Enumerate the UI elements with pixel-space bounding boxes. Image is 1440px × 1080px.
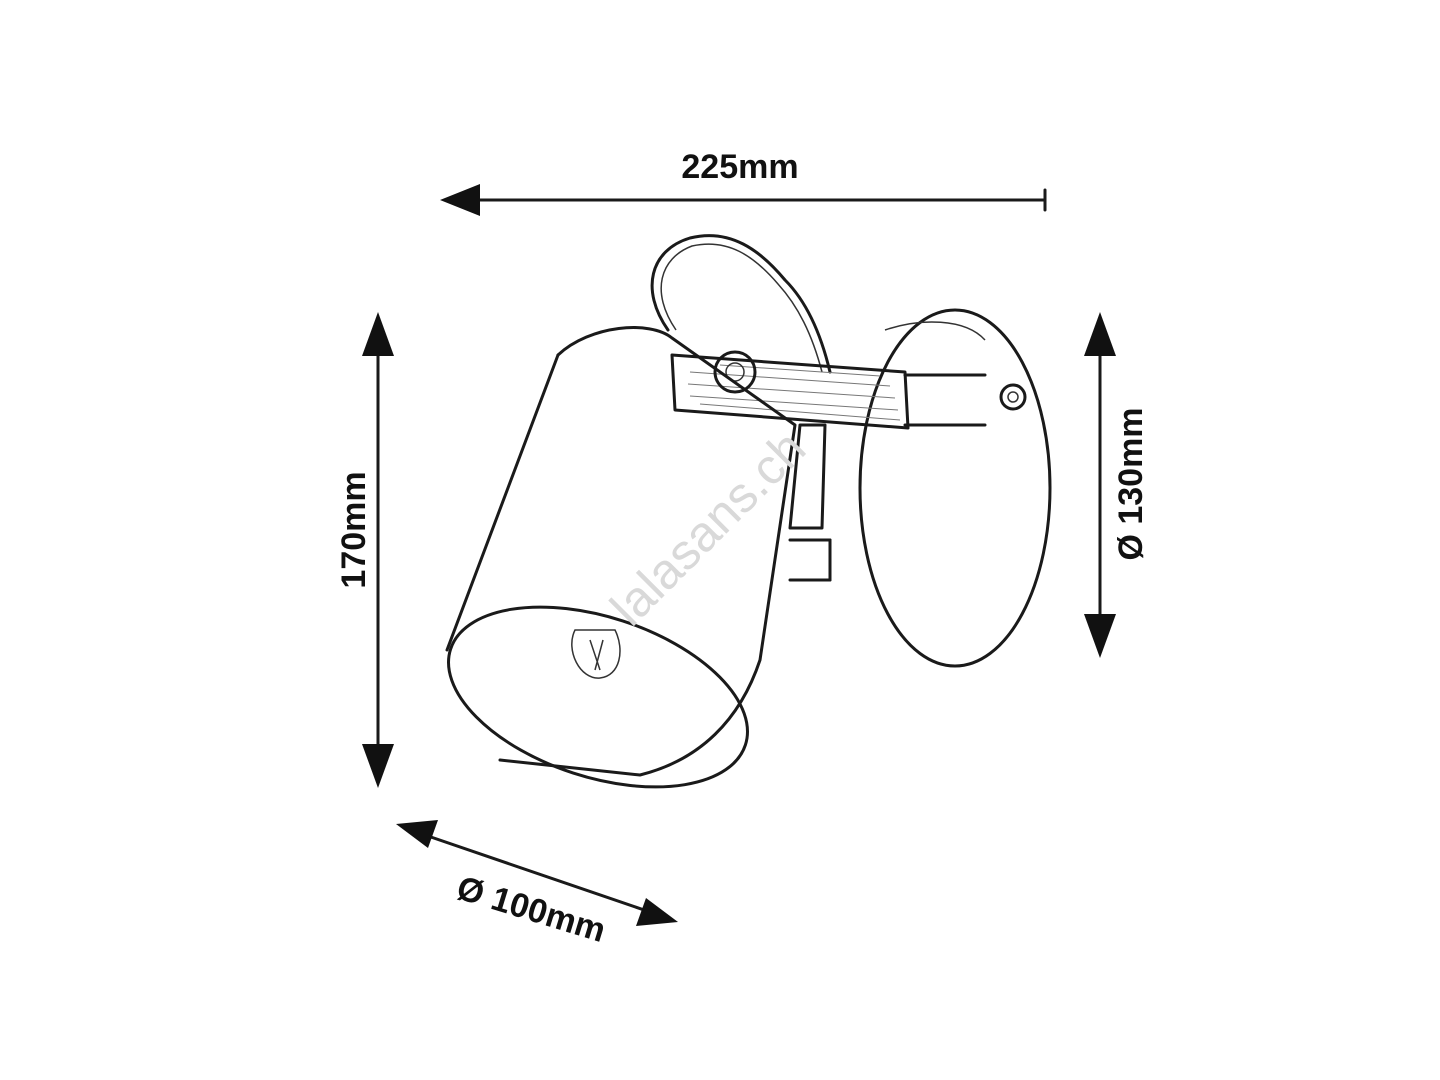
width-dimension: 225mm [440, 148, 1047, 216]
base-diameter-dimension: Ø 130mm [1084, 312, 1150, 658]
base-arrowhead-bottom [1084, 614, 1116, 658]
wall-base [858, 308, 1052, 668]
base-arrowhead-top [1084, 312, 1116, 356]
shade-arrowhead-left [396, 820, 438, 848]
shade-diameter-label: Ø 100mm [452, 869, 610, 950]
cable [650, 234, 832, 374]
width-label: 225mm [681, 148, 798, 186]
arm [788, 373, 987, 582]
height-label: 170mm [335, 471, 373, 588]
shade-arrowhead-right [636, 898, 678, 926]
height-dimension: 170mm [335, 312, 394, 788]
lamp-illustration [445, 234, 1052, 789]
height-arrowhead-top [362, 312, 394, 356]
shade-opening [447, 605, 749, 789]
lamp-shade [445, 326, 797, 789]
base-diameter-label: Ø 130mm [1112, 407, 1150, 560]
shade-diameter-dimension: Ø 100mm [396, 820, 678, 950]
bulb-icon [571, 629, 621, 679]
watermark: lalasans.ch [600, 420, 816, 636]
width-arrowhead [440, 184, 480, 216]
wooden-bracket [670, 350, 910, 430]
height-arrowhead-bottom [362, 744, 394, 788]
